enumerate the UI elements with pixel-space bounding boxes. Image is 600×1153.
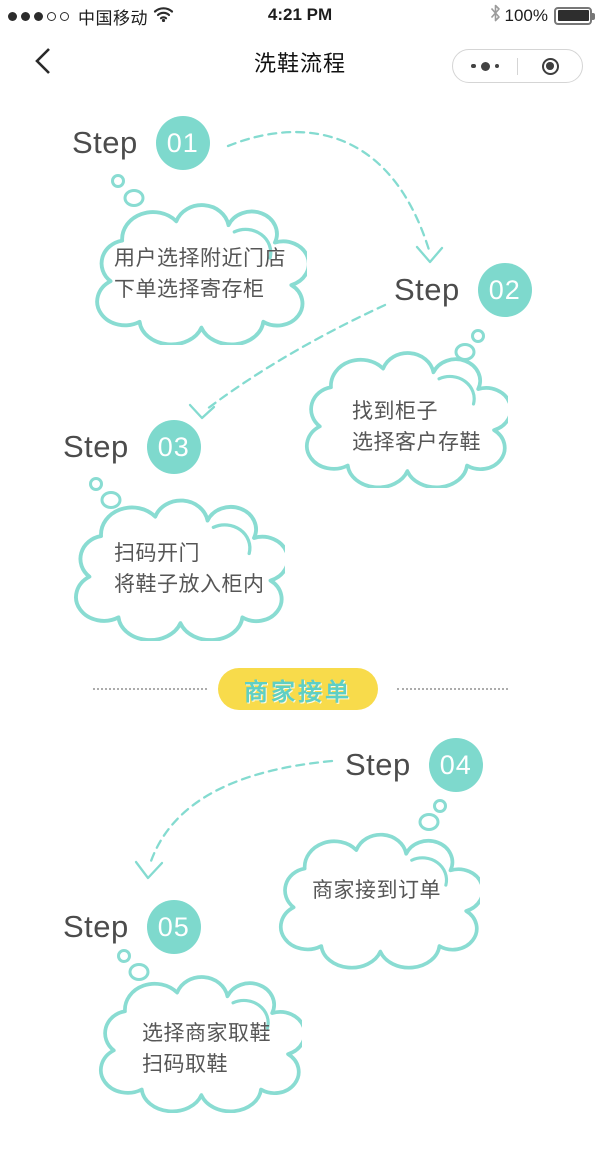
step-label: Step bbox=[72, 125, 138, 160]
step-5-bubble-text: 选择商家取鞋 扫码取鞋 bbox=[142, 1022, 271, 1076]
step-3-header: Step 03 bbox=[63, 420, 201, 474]
step-number-badge: 03 bbox=[146, 420, 201, 474]
page-title: 洗鞋流程 bbox=[253, 51, 346, 76]
step-4-bubble-text: 商家接到订单 bbox=[312, 879, 441, 902]
battery-icon bbox=[554, 6, 595, 25]
step-2-bubble-text: 找到柜子 选择客户存鞋 bbox=[352, 400, 481, 454]
chevron-left-icon bbox=[35, 48, 50, 74]
battery-percent-label: 100% bbox=[504, 5, 548, 25]
wifi-icon bbox=[153, 6, 174, 27]
step-3-bubble-text: 扫码开门 将鞋子放入柜内 bbox=[114, 542, 265, 596]
arrowhead-icon bbox=[415, 245, 444, 264]
arrow-step2-to-step3 bbox=[205, 303, 387, 411]
step-number-badge: 01 bbox=[155, 116, 210, 170]
step-2-header: Step 02 bbox=[394, 263, 532, 317]
capsule-divider bbox=[517, 57, 518, 75]
target-circle-icon bbox=[541, 57, 559, 75]
merchant-accept-badge: 商家接单 bbox=[218, 668, 378, 710]
carrier-label: 中国移动 bbox=[78, 9, 148, 28]
step-number-badge: 02 bbox=[477, 263, 532, 317]
step-1-bubble-text: 用户选择附近门店 下单选择寄存柜 bbox=[114, 247, 286, 301]
step-number-badge: 05 bbox=[146, 900, 201, 954]
signal-strength-icon bbox=[8, 12, 69, 21]
flow-arrows bbox=[134, 130, 444, 880]
clock-label: 4:21 PM bbox=[267, 5, 333, 24]
step-4-header: Step 04 bbox=[345, 738, 483, 792]
merchant-accept-label: 商家接单 bbox=[244, 678, 352, 706]
bluetooth-icon bbox=[490, 4, 501, 27]
step-number-badge: 04 bbox=[428, 738, 483, 792]
step-label: Step bbox=[63, 429, 129, 464]
nav-bar: 洗鞋流程 bbox=[0, 30, 600, 92]
status-left-group: 中国移动 bbox=[8, 4, 174, 29]
arrow-step4-to-step5 bbox=[148, 759, 334, 866]
thought-trail-bubbles bbox=[89, 174, 485, 981]
dotted-line-left bbox=[93, 688, 207, 690]
arrowhead-icon bbox=[134, 860, 164, 880]
step-label: Step bbox=[345, 747, 411, 782]
section-divider: 商家接单 bbox=[0, 668, 600, 712]
status-right-group: 100% bbox=[490, 4, 595, 27]
dotted-line-right bbox=[397, 688, 508, 690]
status-bar: 中国移动 4:21 PM 100% bbox=[0, 0, 600, 30]
step-label: Step bbox=[394, 272, 460, 307]
arrowhead-icon bbox=[188, 403, 216, 420]
arrow-step1-to-step2 bbox=[226, 130, 431, 252]
step-5-header: Step 05 bbox=[63, 900, 201, 954]
exit-home-button[interactable] bbox=[518, 50, 582, 82]
back-button[interactable] bbox=[32, 46, 56, 76]
step-1-header: Step 01 bbox=[72, 116, 210, 170]
ellipsis-icon bbox=[471, 63, 476, 69]
mini-program-capsule bbox=[452, 49, 583, 83]
step-label: Step bbox=[63, 909, 129, 944]
more-menu-button[interactable] bbox=[453, 50, 517, 82]
